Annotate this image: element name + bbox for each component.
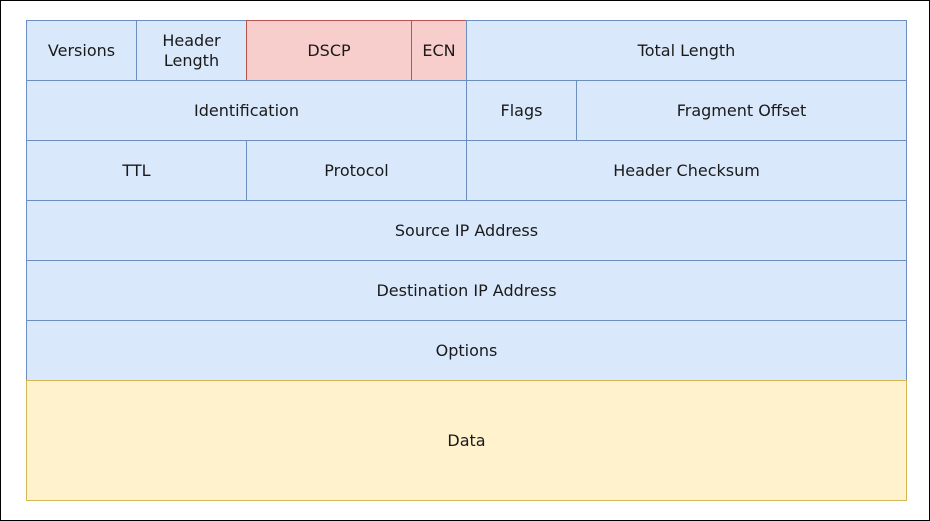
field-label: Fragment Offset: [676, 100, 807, 120]
field-label: TTL: [122, 160, 151, 180]
field-label: Versions: [47, 40, 116, 60]
field-label: Header Length: [162, 30, 221, 70]
field-label: Options: [435, 340, 498, 360]
field-label: Destination IP Address: [376, 280, 557, 300]
field-label: Header Checksum: [613, 160, 760, 180]
field-label: ECN: [422, 40, 456, 60]
field-protocol: Protocol: [246, 140, 467, 201]
field-destination-ip-address: Destination IP Address: [26, 260, 907, 321]
field-options: Options: [26, 320, 907, 381]
field-label: Flags: [500, 100, 543, 120]
field-header-checksum: Header Checksum: [466, 140, 907, 201]
data-label: Data: [447, 430, 486, 450]
field-source-ip-address: Source IP Address: [26, 200, 907, 261]
field-ttl: TTL: [26, 140, 247, 201]
field-versions: Versions: [26, 20, 137, 81]
field-label: Source IP Address: [394, 220, 539, 240]
field-label: Protocol: [324, 160, 389, 180]
field-label: Total Length: [637, 40, 736, 60]
data-block: Data: [26, 380, 907, 501]
field-header-length: Header Length: [136, 20, 247, 81]
field-identification: Identification: [26, 80, 467, 141]
field-ecn: ECN: [411, 20, 467, 81]
field-flags: Flags: [466, 80, 577, 141]
field-dscp: DSCP: [246, 20, 412, 81]
field-label: DSCP: [307, 40, 351, 60]
field-fragment-offset: Fragment Offset: [576, 80, 907, 141]
field-total-length: Total Length: [466, 20, 907, 81]
field-label: Identification: [194, 100, 299, 120]
